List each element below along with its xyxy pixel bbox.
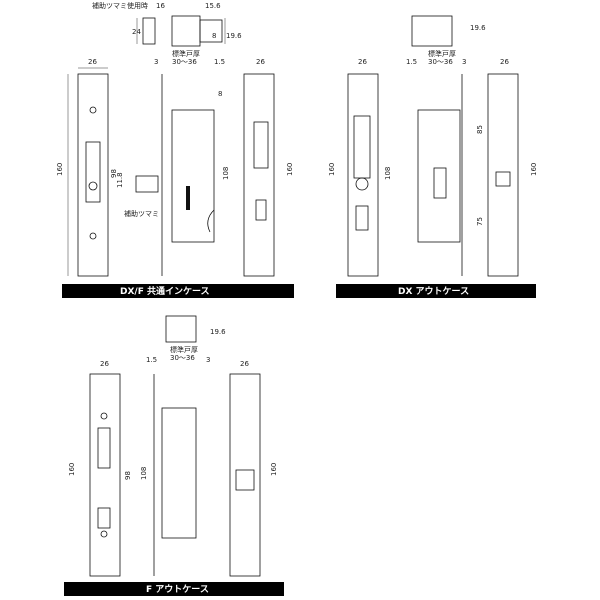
thumb-turn: [495, 171, 511, 187]
dim-16: 16: [156, 2, 165, 10]
caption-bar: [64, 582, 284, 596]
dim-19-6: 19.6: [470, 24, 486, 32]
dim-160: 160: [286, 163, 294, 176]
door-thickness-label: 標準戸厚: [428, 49, 456, 58]
dim-15-6: 15.6: [205, 2, 221, 10]
dim-160: 160: [56, 163, 64, 176]
screw-hole: [89, 232, 97, 240]
dx-out-case-group: 19.6 26 160 108 1.5 標準戸厚 30～36 3 26 85 7…: [328, 15, 538, 298]
dim-26: 26: [500, 58, 509, 66]
dim-8-top: 8: [212, 32, 216, 40]
caption-bar: [62, 284, 294, 298]
out-front-plate: [347, 73, 379, 277]
door-thickness-label: 標準戸厚: [172, 49, 200, 58]
dim-26: 26: [88, 58, 97, 66]
latch: [186, 186, 190, 210]
dim-8: 8: [218, 90, 222, 98]
screw-hole: [100, 412, 108, 420]
out-rear-plate: [487, 73, 519, 277]
f-out-case-group: 19.6 26 160 98 1.5 標準戸厚 30～36 3 108 26 1…: [64, 315, 284, 596]
caption-f-out-case: F アウトケース: [146, 584, 209, 595]
caption-dx-f-in-case: DX/F 共通インケース: [120, 285, 210, 297]
f-slot: [97, 427, 111, 469]
caption-dx-out-case: DX アウトケース: [398, 286, 469, 297]
cylinder: [355, 177, 369, 191]
dim-1-5: 1.5: [406, 58, 417, 66]
f-knob: [165, 315, 197, 343]
out-slot: [353, 115, 371, 179]
hook: [207, 209, 215, 233]
knob-hole: [88, 181, 98, 191]
dim-108: 108: [384, 167, 392, 180]
lock-slot: [253, 121, 269, 169]
aux-knob-side: [135, 175, 159, 193]
door-thickness-range: 30～36: [428, 58, 453, 66]
door-thickness-range: 30～36: [172, 58, 197, 66]
dim-26: 26: [256, 58, 265, 66]
dim-108: 108: [222, 167, 230, 180]
f-thumb-slot: [235, 469, 255, 491]
f-strike-slot: [97, 507, 111, 529]
out-knob: [411, 15, 453, 47]
aux-knob-in-use-label: 補助ツマミ使用時: [92, 1, 148, 10]
screw-hole: [89, 106, 97, 114]
dim-160: 160: [328, 163, 336, 176]
out-case-body: [417, 109, 461, 243]
dim-85: 85: [476, 125, 484, 134]
dim-19-6: 19.6: [210, 328, 226, 336]
dim-160: 160: [530, 163, 538, 176]
out-strike-slot: [355, 205, 369, 231]
door-thickness-range: 30～36: [170, 354, 195, 362]
dim-160: 160: [68, 463, 76, 476]
dim-1-5: 1.5: [214, 58, 225, 66]
dim-3: 3: [206, 356, 210, 364]
dim-3: 3: [462, 58, 466, 66]
strike-slot: [255, 199, 267, 221]
out-mechanism: [433, 167, 447, 199]
door-thickness-label: 標準戸厚: [170, 345, 198, 354]
case-body: [171, 109, 215, 243]
rear-plate: [243, 73, 275, 277]
screw-hole: [100, 530, 108, 538]
front-plate: [77, 73, 109, 277]
dim-19-6-top: 19.6: [226, 32, 242, 40]
f-rear-plate: [229, 373, 261, 577]
dim-98: 98: [124, 471, 132, 480]
aux-knob-cap: [199, 19, 223, 43]
dim-26: 26: [358, 58, 367, 66]
dim-24: 24: [132, 28, 141, 36]
faceplate-slot: [85, 141, 101, 203]
f-case-body: [161, 407, 197, 539]
dim-26: 26: [100, 360, 109, 368]
f-front-plate: [89, 373, 121, 577]
caption-bar: [336, 284, 536, 298]
aux-knob-label: 補助ツマミ: [124, 209, 159, 218]
dx-f-in-case-group: 26 160 98 11.8 補助ツマミ 3 標準戸厚 30～36 1.5 8 …: [56, 49, 294, 298]
dim-3: 3: [154, 58, 158, 66]
dim-11-8: 11.8: [116, 172, 124, 188]
dim-98: 98: [110, 169, 118, 178]
dim-75: 75: [476, 217, 484, 226]
aux-knob-side: [171, 15, 201, 47]
aux-knob-detail: 補助ツマミ使用時 16 15.6 24 8 19.6: [92, 1, 242, 47]
dim-160: 160: [270, 463, 278, 476]
dim-108: 108: [140, 467, 148, 480]
dim-1-5: 1.5: [146, 356, 157, 364]
aux-knob-front: [142, 17, 156, 45]
dim-26: 26: [240, 360, 249, 368]
